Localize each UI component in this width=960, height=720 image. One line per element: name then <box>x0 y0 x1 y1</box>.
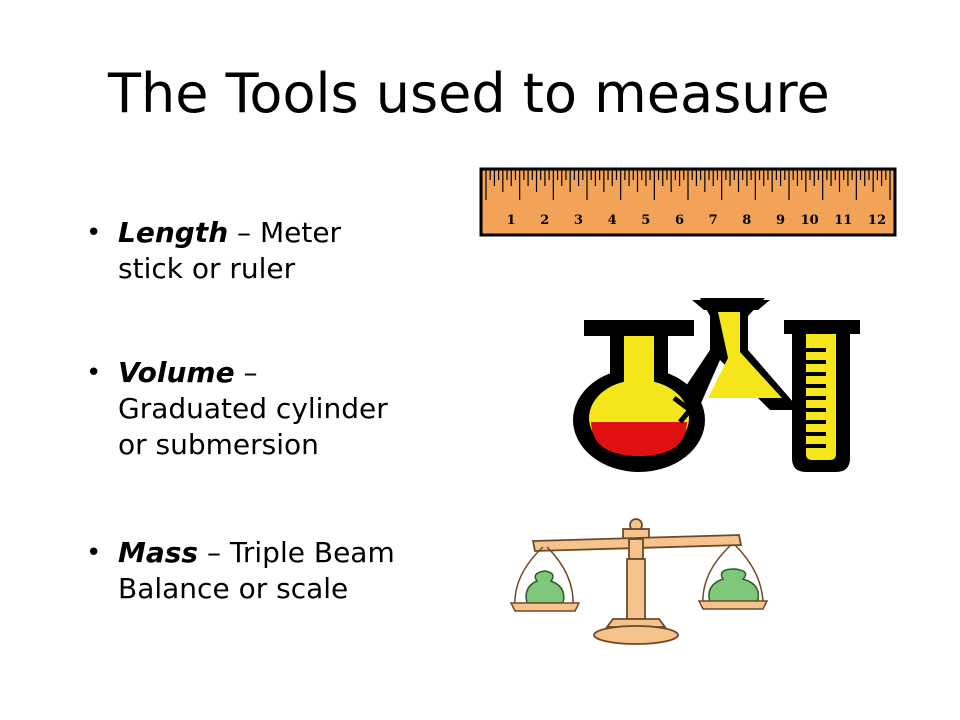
bullet-mass-text: Triple Beam <box>229 536 395 569</box>
bullet-marker: • <box>86 538 102 568</box>
ruler-number: 4 <box>608 213 617 228</box>
bullet-volume-line3: or submersion <box>118 428 319 461</box>
ruler-number: 2 <box>540 213 549 228</box>
slide-title: The Tools used to measure <box>108 62 830 125</box>
bullet-volume: • Volume – Graduated cylinder or submers… <box>84 355 388 463</box>
ruler-number: 6 <box>675 213 684 228</box>
bullet-volume-line1: Volume – <box>118 355 388 391</box>
bullet-mass: • Mass – Triple Beam Balance or scale <box>84 535 395 607</box>
separator: – <box>198 536 230 569</box>
bullet-marker: • <box>86 358 102 388</box>
bullet-mass-line1: Mass – Triple Beam <box>118 535 395 571</box>
term-mass: Mass <box>118 536 199 569</box>
ruler-number: 11 <box>834 213 852 228</box>
separator: – <box>228 216 260 249</box>
bullet-length-text: Meter <box>259 216 342 249</box>
lab-glassware-icon <box>573 298 860 472</box>
bullet-length-line1: Length – Meter <box>118 215 341 251</box>
ruler-number: 7 <box>709 213 718 228</box>
bullet-marker: • <box>86 218 102 248</box>
bullet-volume-line2: Graduated cylinder <box>118 392 388 425</box>
bullet-length-line2: stick or ruler <box>118 252 296 285</box>
bullet-length: • Length – Meter stick or ruler <box>84 215 341 287</box>
ruler-number: 10 <box>801 213 819 228</box>
separator: – <box>234 356 258 389</box>
ruler-number: 3 <box>574 213 583 228</box>
term-volume: Volume <box>118 356 235 389</box>
ruler-number: 1 <box>507 213 516 228</box>
ruler-number: 9 <box>776 213 785 228</box>
ruler-number: 12 <box>868 213 886 228</box>
ruler-number: 5 <box>641 213 650 228</box>
balance-scale-icon <box>509 518 769 645</box>
bullet-mass-line2: Balance or scale <box>118 572 349 605</box>
term-length: Length <box>118 216 229 249</box>
ruler-number: 8 <box>742 213 751 228</box>
